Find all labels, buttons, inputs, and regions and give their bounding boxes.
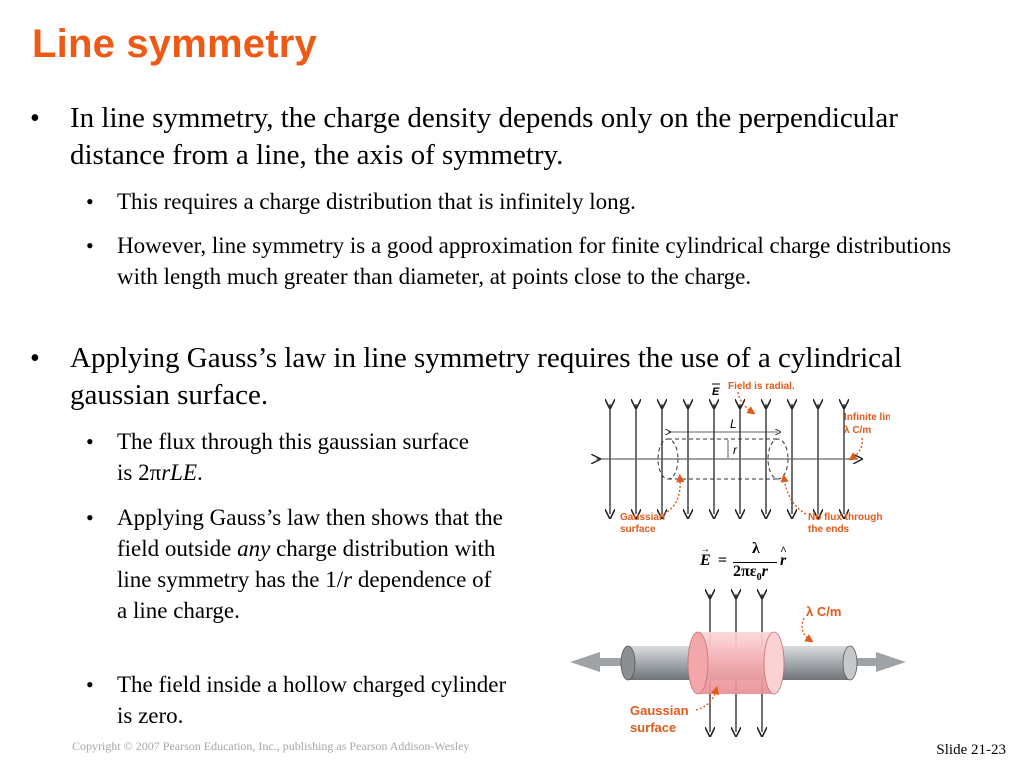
radius-label: r — [733, 443, 738, 457]
gaussian-label-2: surface — [630, 720, 676, 735]
lambda-label: λ C/m — [844, 425, 871, 436]
no-flux-label-2: the ends — [808, 524, 850, 535]
lambda-label-bottom: λ C/m — [806, 604, 841, 619]
axis-arrow-left — [570, 652, 624, 672]
gaussian-surface-label-2: surface — [620, 524, 656, 535]
bullet-dot: • — [86, 429, 94, 454]
slide-number: Slide 21-23 — [936, 742, 1006, 758]
bullet-dot: • — [30, 343, 40, 374]
slide-title: Line symmetry — [32, 22, 317, 66]
bullet-dot: • — [86, 505, 94, 530]
infinite-line-label: Infinite line, — [844, 412, 890, 423]
bullet-dot: • — [86, 233, 94, 258]
bullet-hollow-cylinder: The field inside a hollow charged cylind… — [117, 672, 507, 728]
bullet-dot: • — [86, 189, 94, 214]
gaussian-surface — [698, 632, 774, 694]
bullet-field-outside: Applying Gauss’s law then shows that the… — [117, 505, 503, 623]
bullet-line-symmetry: In line symmetry, the charge density dep… — [70, 102, 898, 171]
gaussian-surface-label-1: Gaussian — [620, 512, 665, 523]
gaussian-cylinder-outline — [657, 438, 789, 480]
field-radial-label: Field is radial. — [728, 381, 795, 392]
gaussian-cylinder-diagram: λ C/m Gaussian surface — [570, 588, 906, 738]
length-label: L — [730, 417, 737, 431]
bullet-gauss-cylindrical: Applying Gauss’s law in line symmetry re… — [70, 342, 902, 411]
bullet-flux: The flux through this gaussian surface i… — [117, 429, 469, 485]
bullet-infinitely-long: This requires a charge distribution that… — [117, 189, 636, 214]
gaussian-label-1: Gaussian — [630, 703, 689, 718]
line-symmetry-diagram: L r E Field is radial. Infinite line, λ … — [590, 381, 890, 535]
e-vector-label: E — [712, 386, 720, 398]
bullet-approximation: However, line symmetry is a good approxi… — [117, 233, 952, 289]
no-flux-label-1: No flux through — [808, 512, 882, 523]
bullet-dot: • — [86, 672, 94, 697]
bullet-dot: • — [30, 103, 40, 134]
axis-arrow-right — [856, 652, 906, 672]
copyright-footer: Copyright © 2007 Pearson Education, Inc.… — [72, 739, 470, 753]
